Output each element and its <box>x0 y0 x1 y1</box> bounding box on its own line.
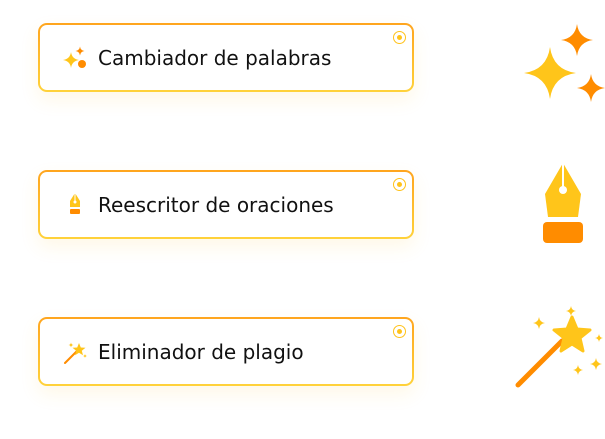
option-card-plagiarism-remover[interactable]: Eliminador de plagio <box>38 317 414 386</box>
radio-indicator[interactable] <box>393 31 406 44</box>
radio-indicator[interactable] <box>393 178 406 191</box>
fountain-pen-icon <box>70 193 80 214</box>
sparkles-icon <box>63 46 86 68</box>
option-label: Cambiador de palabras <box>98 46 332 70</box>
sparkles-illustration-icon <box>524 24 605 102</box>
option-label: Reescritor de oraciones <box>98 193 334 217</box>
option-card-word-changer[interactable]: Cambiador de palabras <box>38 23 414 92</box>
option-label: Eliminador de plagio <box>98 340 304 364</box>
option-card-sentence-rewriter[interactable]: Reescritor de oraciones <box>38 170 414 239</box>
fountain-pen-illustration-icon <box>543 163 583 243</box>
magic-wand-icon <box>64 342 87 364</box>
magic-wand-illustration-icon <box>515 306 603 388</box>
radio-indicator[interactable] <box>393 325 406 338</box>
